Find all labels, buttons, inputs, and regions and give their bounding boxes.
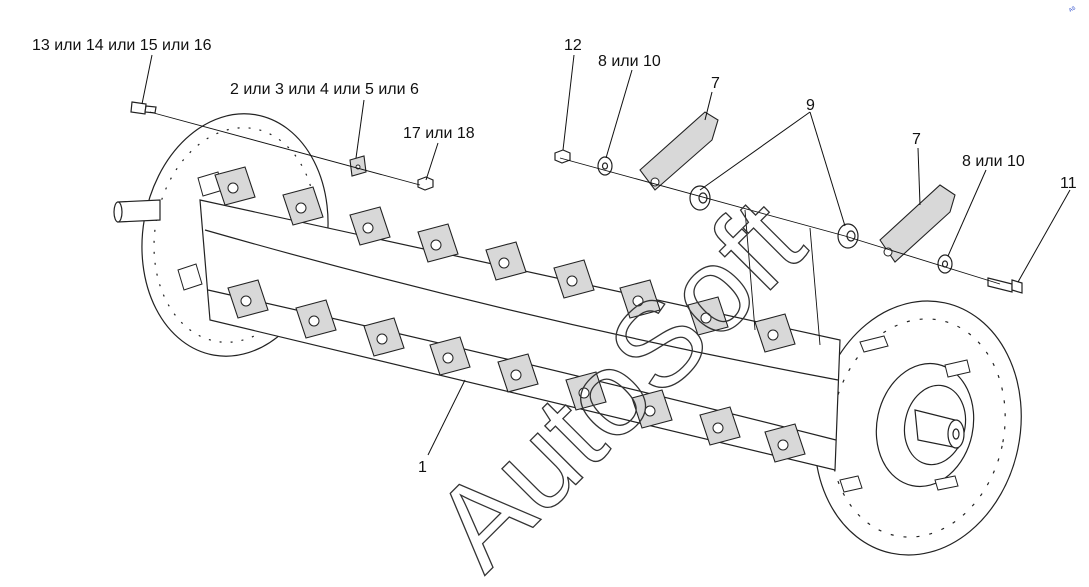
washer-right <box>937 254 953 274</box>
bolt-13-16 <box>130 101 157 115</box>
nut-12 <box>554 149 571 164</box>
corner-mark: AS <box>1068 5 1077 14</box>
knife-left <box>639 111 719 191</box>
label-washer-right: 8 или 10 <box>962 153 1025 170</box>
knife-holders-lower <box>227 279 806 463</box>
right-disc <box>814 300 1022 556</box>
label-knife-left: 7 <box>711 75 720 92</box>
nut-17-18 <box>417 176 434 191</box>
bushing-left <box>689 185 711 211</box>
plate-2-6 <box>349 155 367 177</box>
knife-holders-upper <box>214 166 796 353</box>
label-nut-12: 12 <box>564 37 582 54</box>
label-bolt-11: 11 <box>1060 175 1077 192</box>
label-plates-2-6: 2 или 3 или 4 или 5 или 6 <box>230 81 419 98</box>
bolt-11 <box>987 277 1023 294</box>
leader-lines <box>141 54 1071 456</box>
label-washer-left: 8 или 10 <box>598 53 661 70</box>
washer-left <box>597 156 613 176</box>
label-rotor-1: 1 <box>418 459 427 476</box>
label-knife-right: 7 <box>912 131 921 148</box>
bushing-right <box>837 223 859 249</box>
assembly-axes <box>149 111 1001 346</box>
label-bushing-9: 9 <box>806 97 815 114</box>
label-bolt-13-16: 13 или 14 или 15 или 16 <box>32 37 212 54</box>
label-nut-17-18: 17 или 18 <box>403 125 475 142</box>
